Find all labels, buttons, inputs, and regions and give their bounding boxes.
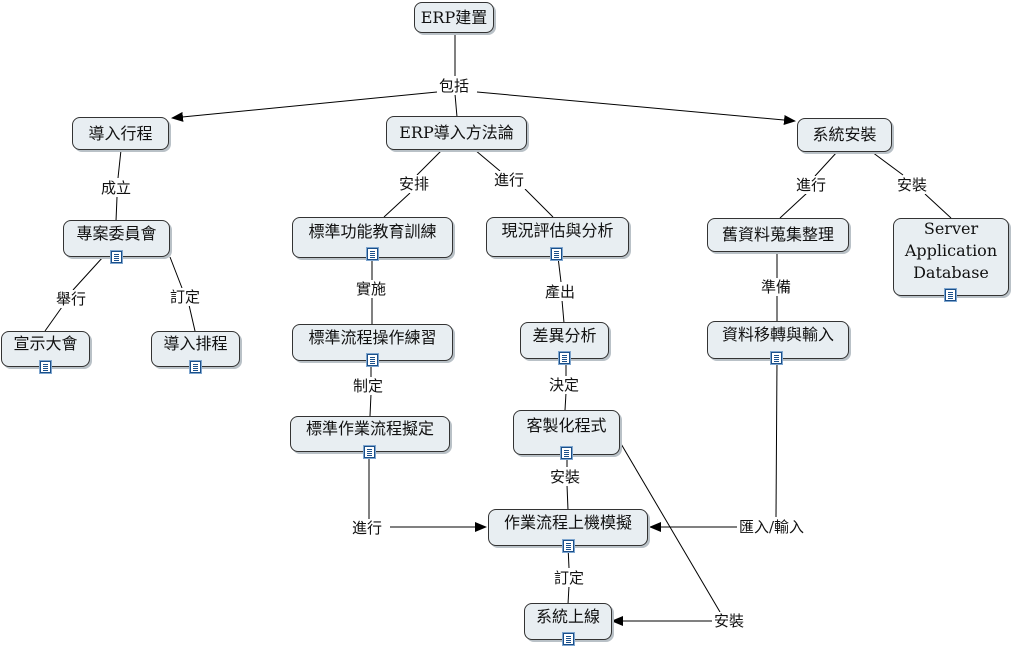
link-label-install-custom: 安裝 [548,468,583,486]
link-label-conduct-analysis: 進行 [492,171,527,189]
node-server-app-db[interactable]: Server Application Database [893,218,1009,296]
document-icon[interactable] [363,445,376,459]
document-icon[interactable] [944,288,957,302]
link-label-import-input: 匯入/輸入 [737,518,807,536]
node-import-schedule[interactable]: 導入行程 [72,117,169,150]
link-label-prepare: 準備 [759,278,794,296]
node-import-scheduling[interactable]: 導入排程 [151,331,240,367]
node-data-migration[interactable]: 資料移轉與輸入 [707,321,849,359]
document-icon[interactable] [366,247,379,261]
link-label-arrange: 安排 [397,175,432,193]
link-label-set-schedule: 訂定 [168,288,203,306]
document-icon[interactable] [558,351,571,365]
node-erp-build[interactable]: ERP建置 [414,2,494,33]
node-std-func-training[interactable]: 標準功能教育訓練 [292,217,453,258]
link-label-establish: 成立 [99,179,134,197]
node-erp-methodology[interactable]: ERP導入方法論 [386,116,527,150]
link-label-produce: 產出 [543,283,578,301]
node-old-data-collect[interactable]: 舊資料蒐集整理 [707,218,849,252]
node-system-install[interactable]: 系統安裝 [797,118,892,152]
link-label-decide: 決定 [547,376,582,394]
document-icon[interactable] [770,351,783,365]
link-label-includes: 包括 [437,77,472,95]
link-label-hold: 舉行 [54,290,89,308]
document-icon[interactable] [562,539,575,553]
link-label-implement: 實施 [354,280,389,298]
document-icon[interactable] [39,360,52,374]
document-icon[interactable] [550,247,563,261]
document-icon[interactable] [189,360,202,374]
document-icon[interactable] [366,353,379,367]
link-label-formulate: 制定 [351,377,386,395]
link-label-conduct-sim: 進行 [350,519,385,537]
link-label-install-golive: 安裝 [712,612,747,630]
document-icon[interactable] [560,446,573,460]
document-icon[interactable] [562,632,575,646]
link-label-conduct-collect: 進行 [794,176,829,194]
node-project-committee[interactable]: 專案委員會 [63,220,170,257]
document-icon[interactable] [110,250,123,264]
link-label-install-server: 安裝 [895,176,930,194]
link-label-set-golive: 訂定 [552,569,587,587]
